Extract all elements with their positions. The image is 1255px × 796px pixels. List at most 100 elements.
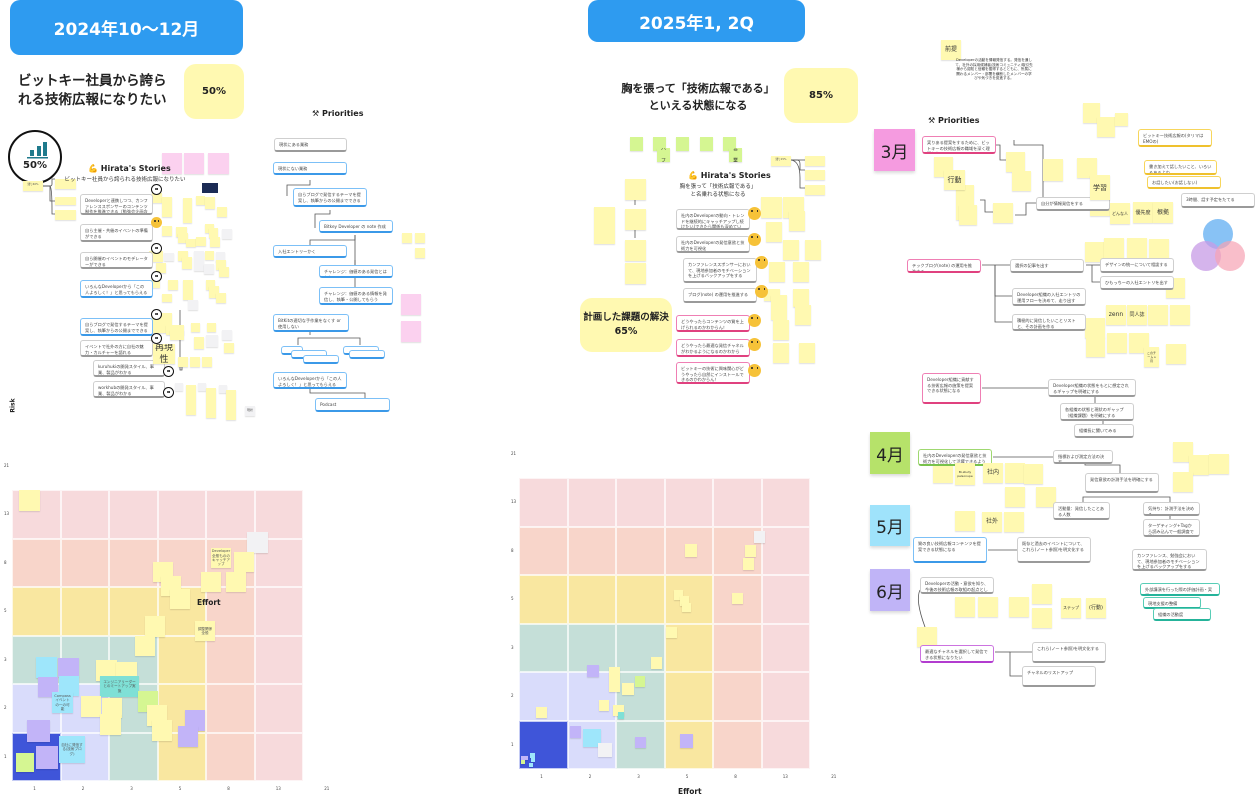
- sticky-note[interactable]: [209, 286, 219, 298]
- sticky-note[interactable]: [209, 228, 218, 238]
- sticky-note[interactable]: [1043, 159, 1063, 181]
- priority-card[interactable]: BitKitの適切な手作業をなくす or 使用しない: [273, 314, 349, 332]
- sticky-bi-study[interactable]: Bi-study pelsonupe: [955, 463, 975, 485]
- matrix-sticky-note[interactable]: [613, 705, 624, 716]
- sticky-note[interactable]: [625, 209, 646, 230]
- sticky-note[interactable]: [978, 597, 998, 617]
- matrix-sticky-note[interactable]: [521, 756, 528, 760]
- sticky-note[interactable]: [1166, 344, 1186, 364]
- matrix-sticky-note[interactable]: [145, 616, 165, 637]
- march-card[interactable]: ひもっちーの入社エントリを出す: [1100, 276, 1174, 290]
- sticky-note[interactable]: [162, 197, 172, 217]
- sticky-note[interactable]: [202, 357, 212, 367]
- sticky-note[interactable]: [653, 137, 666, 151]
- priority-subcard[interactable]: [303, 355, 339, 364]
- sticky-note[interactable]: [217, 207, 227, 217]
- story-card[interactable]: どうやったら最適な発信チャネルがわかるようになるのかわからん！: [676, 339, 750, 357]
- april-card[interactable]: 指標および測定方法の決着: [1053, 450, 1113, 464]
- reproducibility-sticky[interactable]: 再現性: [153, 344, 175, 364]
- sticky-note[interactable]: [917, 627, 937, 647]
- sticky-this-team[interactable]: このチーム s月: [1144, 347, 1159, 367]
- sticky-note[interactable]: [1005, 463, 1025, 483]
- matrix-sticky-note[interactable]: [754, 531, 765, 543]
- sticky-note[interactable]: [783, 240, 799, 260]
- sticky-note[interactable]: [178, 233, 188, 243]
- sticky-note[interactable]: [150, 280, 160, 288]
- matrix-sticky-note[interactable]: [680, 734, 693, 748]
- sticky-note[interactable]: [1024, 464, 1043, 484]
- matrix-sticky-note[interactable]: [247, 532, 268, 553]
- april-card[interactable]: 発信意欲の計測手法を明確にする: [1085, 473, 1159, 493]
- june-card[interactable]: チャネルのリストアップ: [1022, 666, 1096, 687]
- priority-card[interactable]: 現状にない業務: [273, 162, 347, 175]
- june-card[interactable]: 最適なチャネルを選択して発信できる状態になりたい: [920, 645, 994, 663]
- matrix-sticky-note[interactable]: [732, 593, 743, 604]
- sticky-note[interactable]: [766, 222, 782, 242]
- sticky-note[interactable]: [793, 289, 809, 307]
- matrix-sticky-note[interactable]: Compass イベントの一の可能: [52, 692, 73, 713]
- matrix-sticky-note[interactable]: 調整関係全般: [195, 621, 215, 641]
- sticky-note[interactable]: [208, 153, 229, 174]
- sticky-note[interactable]: [625, 179, 646, 200]
- sticky-note[interactable]: [196, 196, 205, 205]
- sticky-learning[interactable]: 学習: [1090, 175, 1110, 200]
- sticky-note[interactable]: [1173, 472, 1193, 492]
- sticky-note[interactable]: [415, 233, 425, 243]
- march-card[interactable]: 積極的に発信したいことリストと、その計画を作る: [1012, 314, 1086, 331]
- sticky-note[interactable]: [1209, 454, 1229, 474]
- sticky-note[interactable]: [933, 463, 953, 483]
- sticky-note[interactable]: [1006, 152, 1025, 172]
- sticky-note[interactable]: [206, 388, 216, 418]
- sticky-note[interactable]: [1009, 597, 1029, 617]
- sticky-note[interactable]: [402, 233, 412, 243]
- sticky-doujinshi[interactable]: 同人誌: [1127, 305, 1147, 325]
- sticky-note[interactable]: [216, 260, 226, 270]
- story-card[interactable]: カンファレンススポンサーにおいて、現地参加者のモチベーションを上げるバックアップ…: [683, 258, 757, 283]
- may-card[interactable]: 組織の活動度: [1153, 608, 1211, 621]
- priority-card[interactable]: 入社エントリーかく: [273, 245, 347, 258]
- march-card[interactable]: Developer組織に貢献する技術広報の施策を提案できる状態になる: [922, 373, 981, 404]
- sticky-note[interactable]: [1032, 608, 1052, 628]
- matrix-sticky-note[interactable]: [521, 760, 525, 764]
- sticky-note[interactable]: [178, 251, 188, 261]
- matrix-sticky-note[interactable]: [635, 676, 645, 687]
- april-card[interactable]: ターゲティング+Tagから読み込んで一般調査で掴む: [1143, 519, 1200, 537]
- priority-card[interactable]: いろんなDeveloperから「この人よろしく！」と思ってもらえる: [273, 372, 347, 389]
- march-card[interactable]: Developer組織の状態をもとに想定されるギャップを明確にする: [1048, 379, 1136, 397]
- matrix-sticky-note[interactable]: [135, 636, 155, 656]
- story-card[interactable]: 社内のDeveloperの動向・トレンドを継続的にキャッチアップし続けたい(でき…: [676, 209, 750, 230]
- sticky-note[interactable]: [1032, 584, 1052, 604]
- sticky-who[interactable]: どんな人: [1110, 203, 1130, 224]
- premise-sticky[interactable]: 前提: [941, 40, 961, 60]
- sticky-note[interactable]: [216, 252, 225, 262]
- sticky-note[interactable]: [1004, 512, 1024, 532]
- sticky-note[interactable]: [795, 305, 811, 325]
- march-card[interactable]: 実りある提案をするために、ビットキーの技術広報の職域を深く理解したい: [922, 136, 996, 154]
- sticky-note[interactable]: [625, 240, 646, 261]
- sticky-note[interactable]: [1115, 113, 1128, 126]
- priority-subcard[interactable]: [349, 350, 385, 359]
- matrix-sticky-note[interactable]: Developer全般もののキャッチアップ: [211, 548, 231, 568]
- sticky-note[interactable]: [55, 197, 76, 205]
- sticky-note[interactable]: [594, 207, 615, 244]
- matrix-sticky-note[interactable]: [680, 596, 689, 606]
- sticky-note[interactable]: [186, 385, 196, 415]
- sticky-note[interactable]: [222, 229, 232, 239]
- sticky-note[interactable]: [805, 240, 821, 260]
- sticky-note[interactable]: [162, 294, 172, 302]
- sticky-note[interactable]: [162, 226, 172, 236]
- sticky-note[interactable]: [219, 385, 227, 393]
- sticky-note[interactable]: [415, 248, 425, 258]
- march-card[interactable]: 書き加えて話したいこと、いろいろあるよね: [1144, 160, 1217, 175]
- sticky-note[interactable]: [676, 137, 689, 151]
- march-card[interactable]: 選択の記事を出す: [1010, 259, 1084, 273]
- green-sticky-sales[interactable]: 営業: [729, 148, 742, 162]
- matrix-sticky-note[interactable]: [36, 657, 57, 678]
- matrix-sticky-note[interactable]: 自社に発信する(技術ブログ): [59, 736, 85, 763]
- matrix-sticky-note[interactable]: [651, 657, 662, 669]
- matrix-sticky-note[interactable]: [100, 714, 121, 735]
- sticky-note[interactable]: [1170, 305, 1190, 325]
- matrix-sticky-note[interactable]: [530, 753, 535, 758]
- sticky-note[interactable]: [799, 343, 815, 363]
- march-card[interactable]: お話したい(お話しない): [1147, 176, 1221, 189]
